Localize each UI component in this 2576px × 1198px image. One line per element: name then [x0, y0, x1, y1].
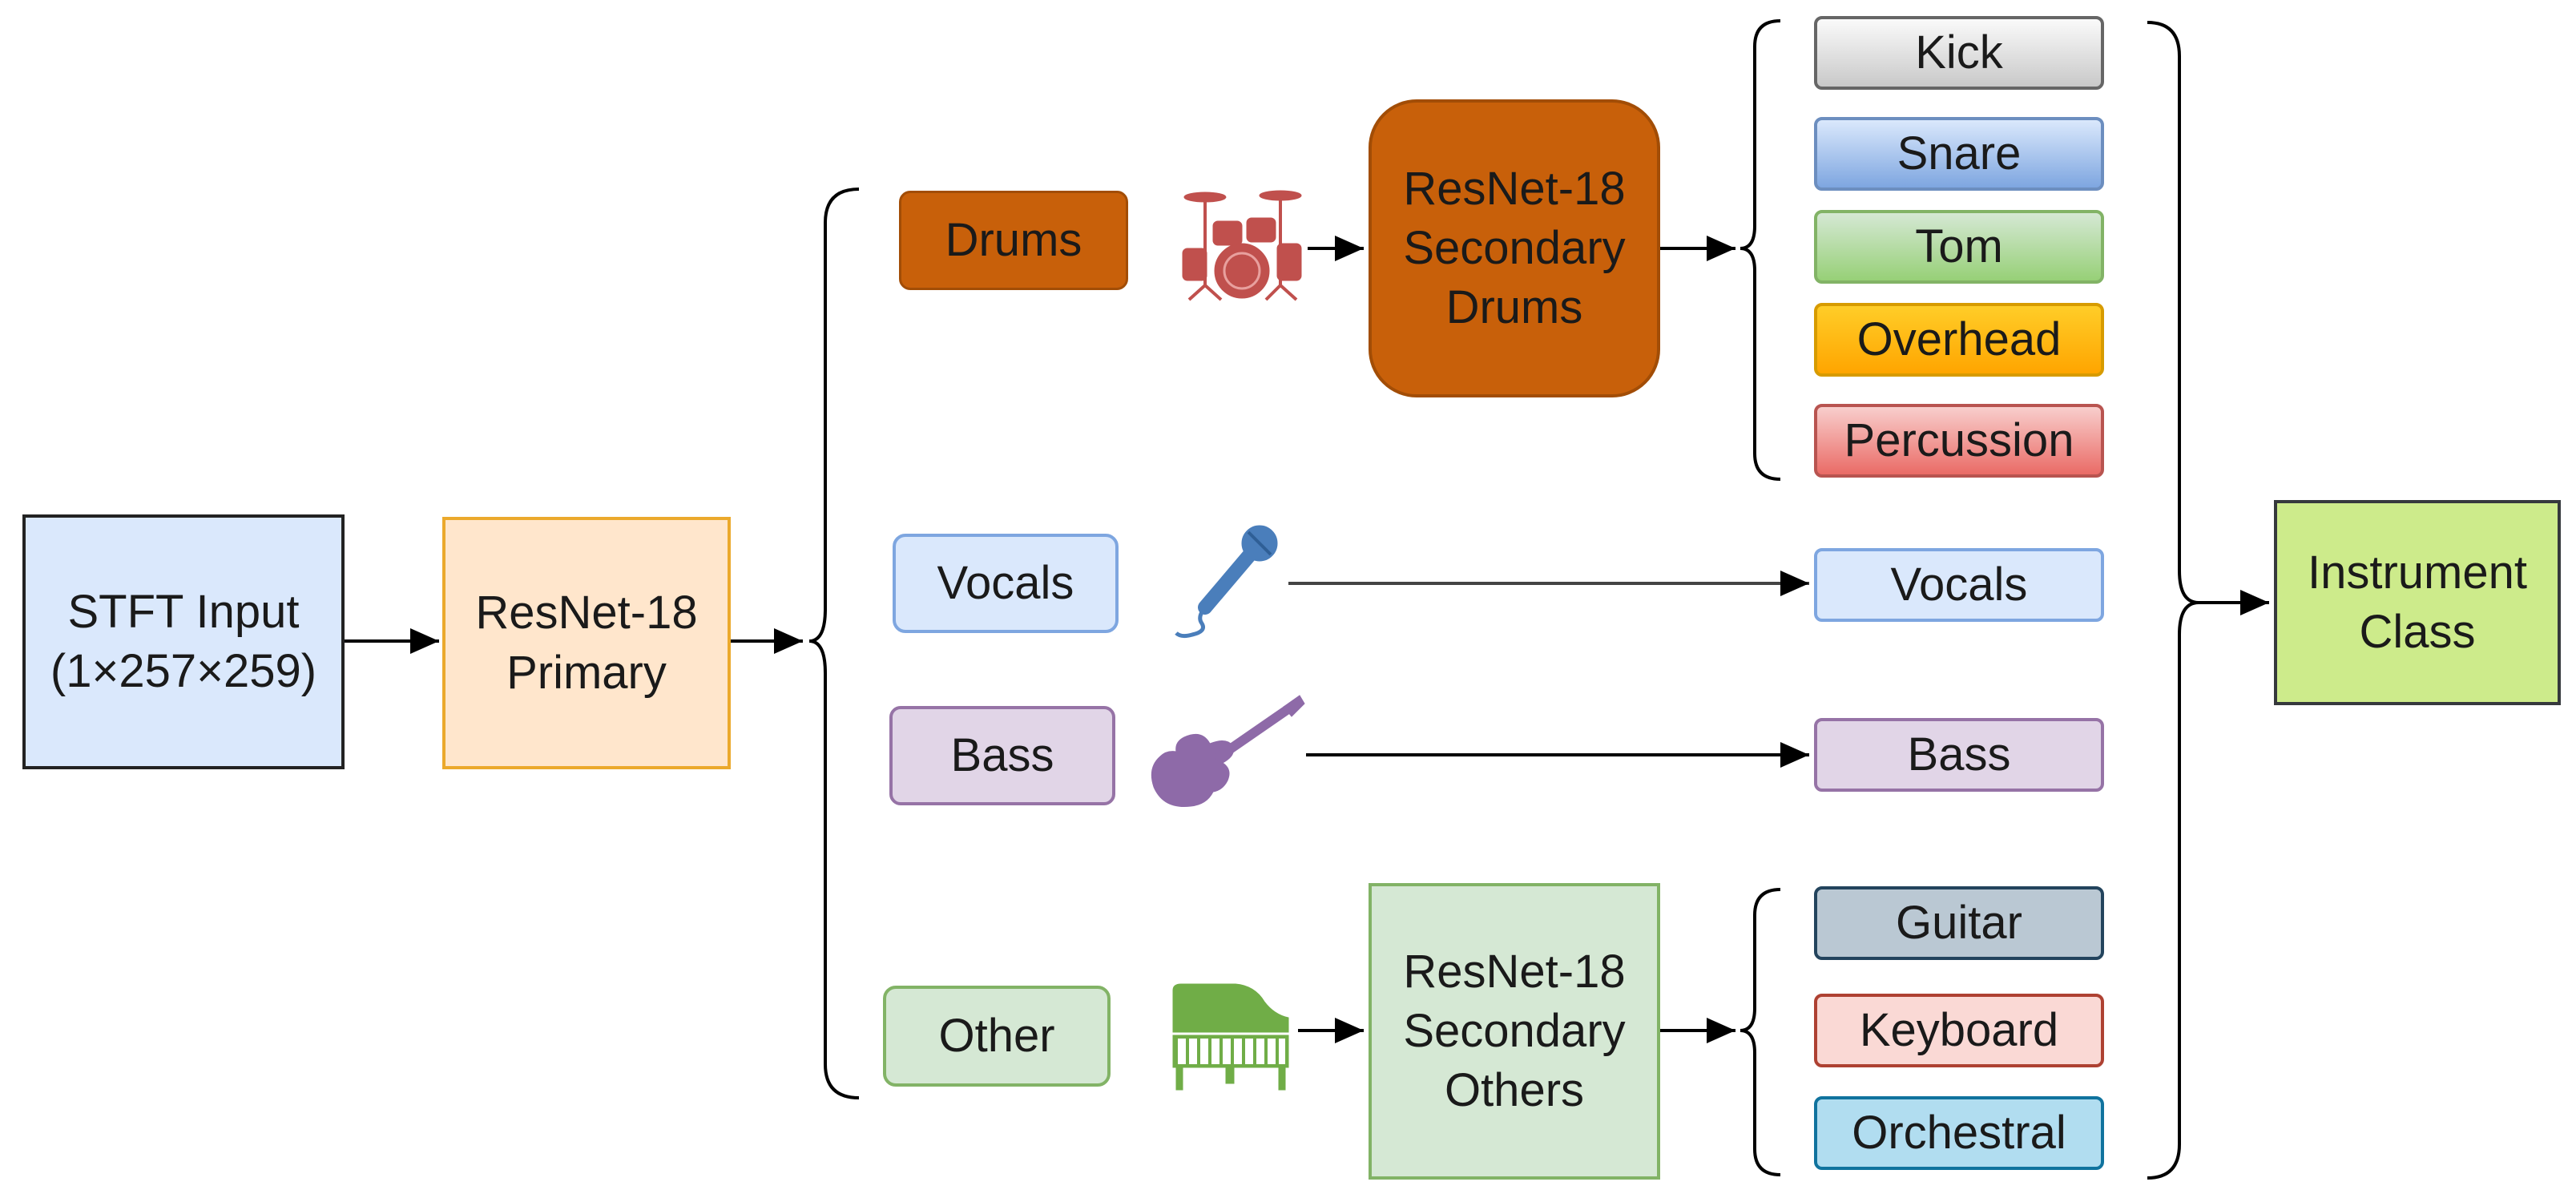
output-kick-node: Kick — [1814, 16, 2104, 90]
drum-kit-icon — [1182, 190, 1302, 301]
resnet-primary-line1: ResNet-18 — [475, 587, 698, 639]
secondary-others-line3: Others — [1444, 1064, 1585, 1117]
stft-input-shape: (1×257×259) — [50, 645, 317, 697]
output-brace — [2147, 21, 2199, 1180]
branch-bass-node: Bass — [889, 706, 1115, 805]
resnet-primary-line2: Primary — [506, 646, 667, 699]
instrument-class-line1: Instrument — [2308, 546, 2527, 599]
output-keyboard-node: Keyboard — [1814, 994, 2104, 1067]
instrument-class-node: Instrument Class — [2274, 500, 2561, 705]
output-guitar-label: Guitar — [1896, 896, 2022, 949]
output-snare-node: Snare — [1814, 117, 2104, 191]
output-snare-label: Snare — [1897, 127, 2022, 179]
stft-input-title: STFT Input — [67, 585, 300, 638]
output-kick-label: Kick — [1915, 26, 2003, 79]
electric-guitar-icon — [1151, 695, 1305, 807]
resnet-primary-node: ResNet-18 Primary — [442, 517, 731, 769]
microphone-icon — [1175, 525, 1278, 639]
branch-other-label: Other — [938, 1009, 1055, 1062]
output-orchestral-node: Orchestral — [1814, 1096, 2104, 1170]
branch-drums-node: Drums — [899, 191, 1128, 290]
branch-other-node: Other — [883, 986, 1111, 1087]
branch-brace — [808, 188, 860, 1099]
piano-icon — [1172, 983, 1289, 1091]
secondary-drums-line2: Secondary — [1403, 221, 1626, 274]
output-bass-node: Bass — [1814, 718, 2104, 792]
secondary-others-line2: Secondary — [1403, 1004, 1626, 1057]
output-bass-label: Bass — [1907, 728, 2011, 781]
output-vocals-node: Vocals — [1814, 548, 2104, 622]
stft-input-node: STFT Input (1×257×259) — [22, 514, 345, 769]
secondary-others-line1: ResNet-18 — [1403, 945, 1626, 998]
output-percussion-node: Percussion — [1814, 404, 2104, 478]
branch-bass-label: Bass — [950, 728, 1054, 781]
output-overhead-node: Overhead — [1814, 303, 2104, 377]
output-keyboard-label: Keyboard — [1859, 1003, 2059, 1056]
branch-drums-label: Drums — [945, 213, 1082, 266]
output-overhead-label: Overhead — [1856, 313, 2062, 365]
branch-vocals-node: Vocals — [893, 534, 1119, 633]
output-tom-node: Tom — [1814, 210, 2104, 284]
output-orchestral-label: Orchestral — [1852, 1106, 2066, 1159]
secondary-drums-line3: Drums — [1445, 281, 1583, 334]
output-percussion-label: Percussion — [1844, 413, 2074, 466]
output-tom-label: Tom — [1915, 220, 2003, 272]
drums-output-brace — [1740, 19, 1781, 481]
output-vocals-label: Vocals — [1890, 558, 2028, 611]
instrument-class-line2: Class — [2359, 606, 2476, 658]
secondary-drums-line1: ResNet-18 — [1403, 162, 1626, 215]
resnet-secondary-others-node: ResNet-18 Secondary Others — [1369, 883, 1660, 1180]
output-guitar-node: Guitar — [1814, 886, 2104, 960]
branch-vocals-label: Vocals — [937, 556, 1074, 609]
resnet-secondary-drums-node: ResNet-18 Secondary Drums — [1369, 99, 1660, 397]
others-output-brace — [1740, 888, 1781, 1176]
